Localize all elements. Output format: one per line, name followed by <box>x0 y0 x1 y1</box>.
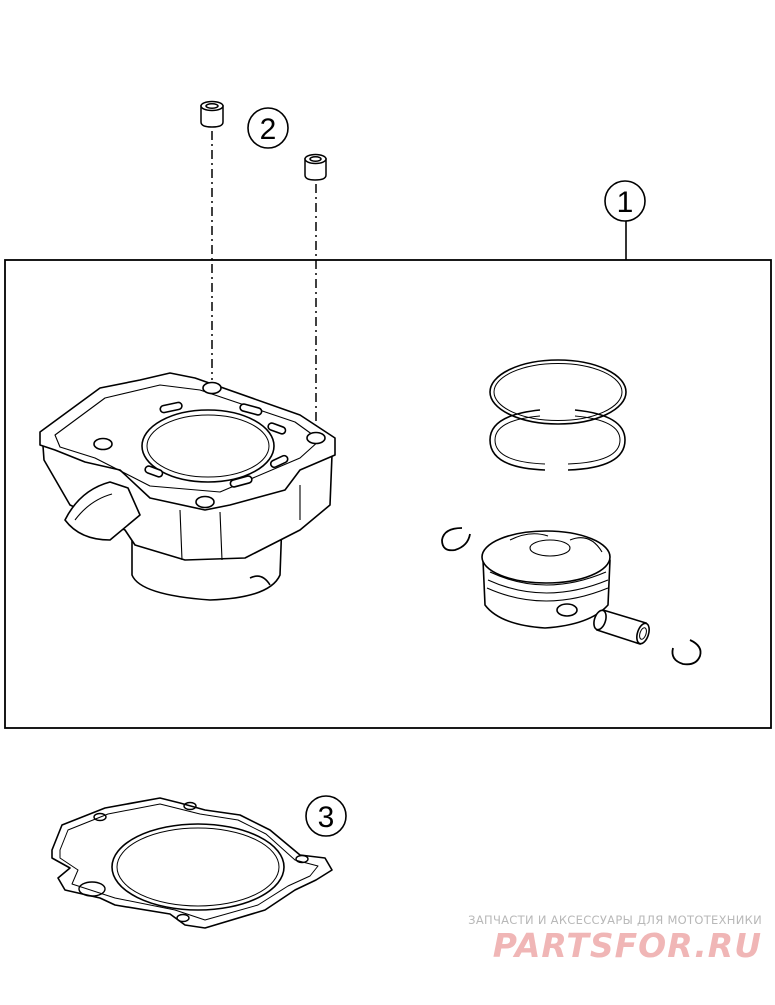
dowel-pin-left[interactable] <box>200 100 224 128</box>
callout-2: 2 <box>247 107 289 149</box>
kit-frame <box>4 259 772 729</box>
piston[interactable] <box>481 530 611 629</box>
circlip-right[interactable] <box>671 639 702 666</box>
dowel-pin-right[interactable] <box>304 153 327 181</box>
watermark-tagline: ЗАПЧАСТИ И АКСЕССУАРЫ ДЛЯ МОТОТЕХНИКИ <box>468 913 762 927</box>
cylinder[interactable] <box>39 372 336 601</box>
piston-ring-top[interactable] <box>489 359 627 425</box>
piston-ring-bottom[interactable] <box>489 409 626 471</box>
piston-pin[interactable] <box>592 609 652 646</box>
callout-3: 3 <box>305 795 347 837</box>
svg-text:2: 2 <box>260 113 277 146</box>
callout-1: 1 <box>604 180 646 222</box>
svg-text:1: 1 <box>617 186 634 219</box>
watermark-logo: PARTSFOR.RU <box>493 926 762 965</box>
svg-text:3: 3 <box>318 801 335 834</box>
circlip-left[interactable] <box>441 527 471 552</box>
cylinder-base-gasket[interactable] <box>51 797 333 929</box>
dowel-leader-lines <box>211 131 317 430</box>
